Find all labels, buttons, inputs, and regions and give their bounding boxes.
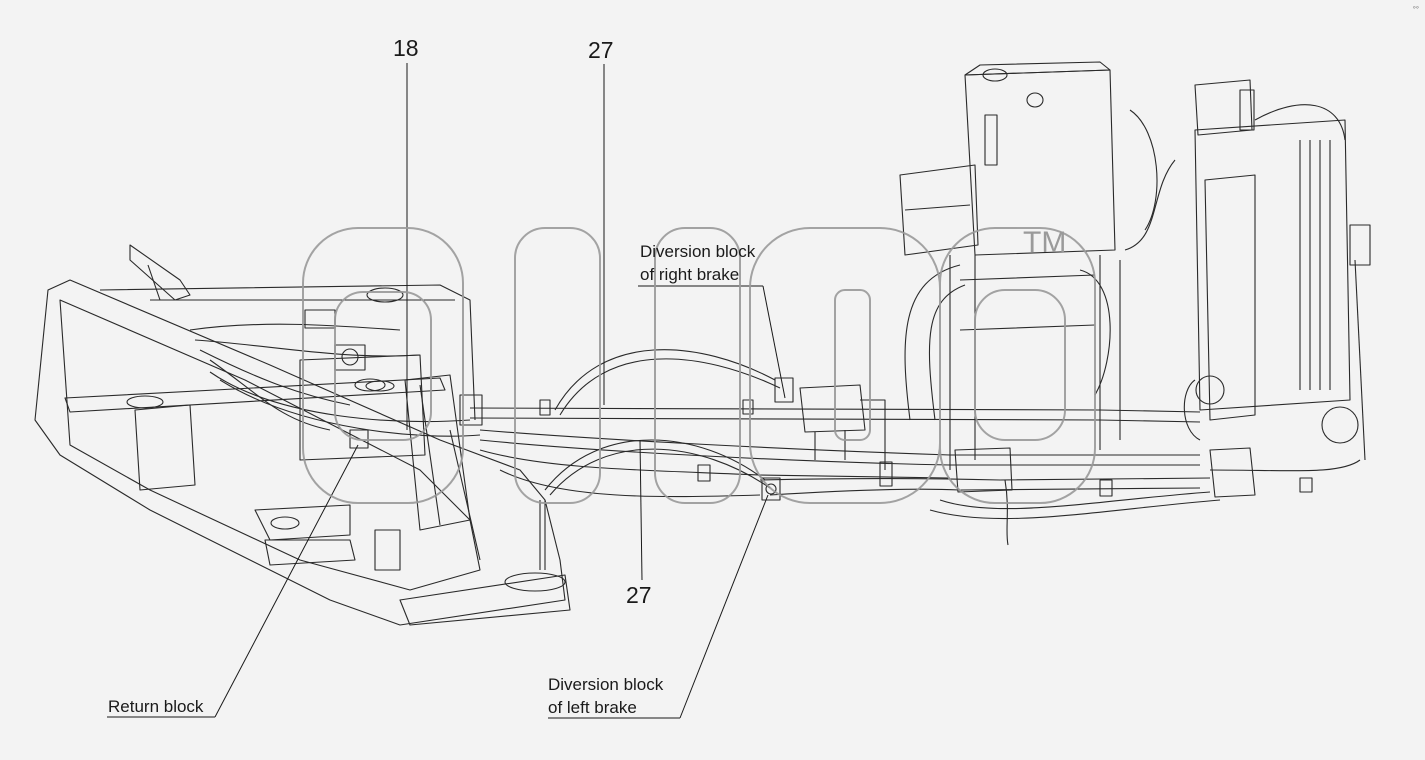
label-return-block: Return block bbox=[108, 697, 204, 716]
rear-assembly bbox=[899, 61, 1371, 498]
hose-bundle bbox=[189, 323, 1361, 570]
corner-mark: ◦◦ bbox=[1412, 2, 1419, 12]
fittings bbox=[304, 309, 1313, 501]
right-brake-block bbox=[799, 384, 886, 470]
label-left-brake-line1: Diversion block bbox=[548, 675, 664, 694]
front-frame bbox=[34, 244, 571, 626]
leader-lines bbox=[107, 63, 786, 719]
callout-27-bottom: 27 bbox=[626, 582, 652, 608]
label-right-brake-line1: Diversion block bbox=[640, 242, 756, 261]
label-left-brake-line2: of left brake bbox=[548, 698, 637, 717]
trademark-symbol: TM bbox=[1023, 226, 1066, 259]
watermark-logo bbox=[302, 227, 1096, 504]
callout-27-top: 27 bbox=[588, 37, 614, 63]
label-right-brake-line2: of right brake bbox=[640, 265, 740, 284]
callout-18: 18 bbox=[393, 35, 419, 61]
